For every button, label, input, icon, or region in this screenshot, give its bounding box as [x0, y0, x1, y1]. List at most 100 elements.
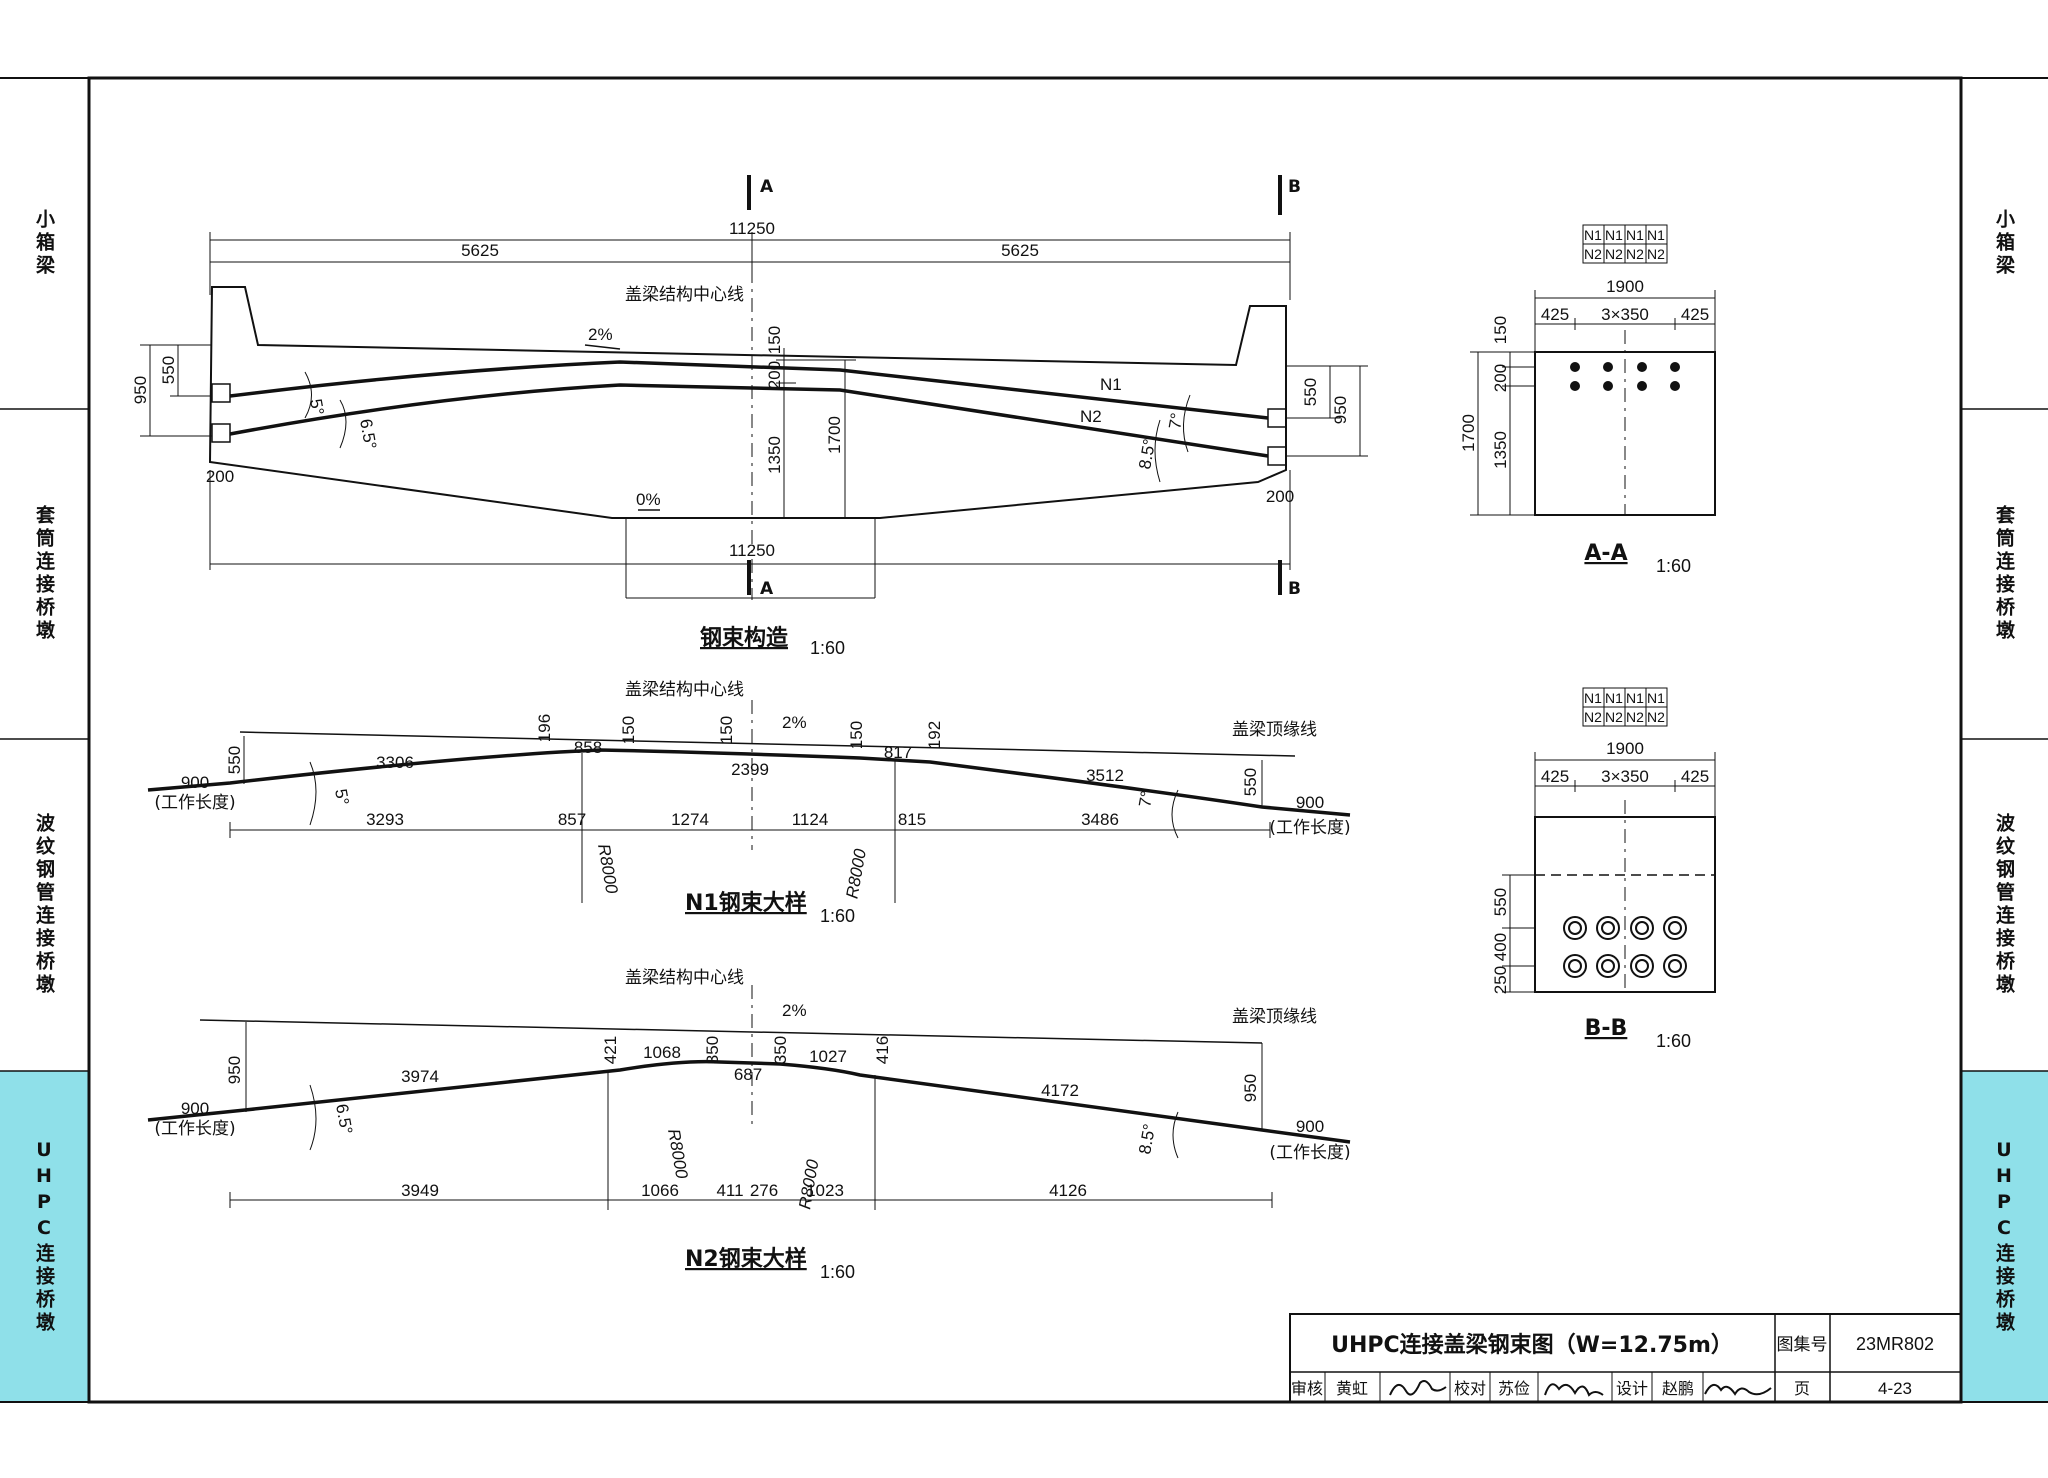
bb-grid-n1-2: N1 — [1605, 690, 1623, 706]
n2-b411: 411 — [716, 1181, 743, 1200]
dim-200-center: 200 — [765, 361, 784, 389]
angle-65-main: 6.5° — [356, 417, 380, 450]
bb-wmid: 3×350 — [1601, 767, 1649, 786]
n1-detail-labels: 盖梁结构中心线 盖梁顶缘线 2% 900 (工作长度) 900 (工作长度) 5… — [154, 680, 1350, 926]
dim-950-right: 950 — [1331, 396, 1350, 424]
slope-top: 2% — [588, 325, 613, 344]
n1-slope: 2% — [782, 713, 807, 732]
n1-v550-right: 550 — [1241, 768, 1260, 796]
side-tab-small-box-girder: 小箱梁 — [33, 209, 55, 278]
page-label: 页 — [1794, 1379, 1810, 1398]
aa-h1700: 1700 — [1459, 414, 1478, 452]
n2-centerline-label: 盖梁结构中心线 — [625, 968, 744, 988]
n1-angle-right: 7° — [1135, 789, 1157, 808]
n2-b4126: 4126 — [1049, 1181, 1087, 1200]
bb-grid-n2-3: N2 — [1626, 709, 1644, 725]
n1-radius-right: R8000 — [843, 847, 871, 900]
bb-grid-n2-2: N2 — [1605, 709, 1623, 725]
aa-grid-n1-3: N1 — [1626, 227, 1644, 243]
drawing-title: UHPC连接盖梁钢束图（W=12.75m） — [1331, 1332, 1733, 1358]
side-tab-corrugated-pier-right: 波纹钢管连接桥墩 — [1993, 813, 2015, 997]
n1-seg-858: 858 — [574, 738, 602, 757]
n1-seg-2399: 2399 — [731, 760, 769, 779]
aa-h1350: 1350 — [1491, 431, 1510, 469]
design-label: 设计 — [1616, 1379, 1648, 1398]
section-mark-b-top: B — [1288, 177, 1301, 197]
n2-angle-right: 8.5° — [1135, 1122, 1159, 1155]
n2-v350a: 350 — [703, 1036, 722, 1064]
n1-b1274: 1274 — [671, 810, 709, 829]
bb-grid-n2-1: N2 — [1584, 709, 1602, 725]
aa-w425a: 425 — [1541, 305, 1569, 324]
n2-seg-1068: 1068 — [643, 1043, 681, 1062]
section-aa-dots — [1570, 362, 1680, 391]
main-elevation — [140, 175, 1368, 600]
page-number: 4-23 — [1878, 1379, 1912, 1398]
section-mark-b-bottom: B — [1288, 579, 1301, 599]
dim-1350-center: 1350 — [765, 436, 784, 474]
check-label: 校对 — [1454, 1379, 1486, 1398]
aa-width: 1900 — [1606, 277, 1644, 296]
side-tab-sleeve-pier-right: 套筒连接桥墩 — [1993, 505, 2015, 643]
review-label: 审核 — [1291, 1379, 1323, 1398]
aa-grid-n1-2: N1 — [1605, 227, 1623, 243]
designer-name: 赵鹏 — [1662, 1379, 1694, 1398]
n2-v950-left: 950 — [225, 1056, 244, 1084]
n2-b1066: 1066 — [641, 1181, 679, 1200]
n2-v421: 421 — [601, 1036, 620, 1064]
n1-work-len-left: 900 — [181, 773, 209, 792]
dim-150-center: 150 — [765, 326, 784, 354]
aa-wmid: 3×350 — [1601, 305, 1649, 324]
side-tab-uhpc-pier: UHPC连接桥墩 — [0, 1071, 89, 1402]
n1-b1124: 1124 — [792, 810, 829, 829]
n1-work-label-left: (工作长度) — [154, 793, 235, 813]
side-tab-small-box-girder-right: 小箱梁 — [1993, 209, 2015, 278]
n2-angle-left: 6.5° — [332, 1102, 356, 1135]
centerline-label: 盖梁结构中心线 — [625, 285, 744, 305]
dim-half-left: 5625 — [461, 241, 499, 260]
n1-work-len-right: 900 — [1296, 793, 1324, 812]
n2-seg-1027: 1027 — [809, 1047, 847, 1066]
aa-grid-n1-4: N1 — [1647, 227, 1665, 243]
dim-550-right: 550 — [1301, 378, 1320, 406]
dim-overall-bottom: 11250 — [729, 541, 775, 560]
n1-radius-left: R8000 — [594, 842, 622, 895]
dim-550-left: 550 — [159, 356, 178, 384]
bb-h400: 400 — [1491, 933, 1510, 961]
n2-scale: 1:60 — [820, 1262, 855, 1282]
aa-h200: 200 — [1491, 364, 1510, 392]
n1-v550-left: 550 — [225, 746, 244, 774]
n1-v150c: 150 — [847, 721, 866, 749]
title-block-text: UHPC连接盖梁钢束图（W=12.75m） 图集号 23MR802 审核 黄虹 … — [1291, 1332, 1934, 1398]
n2-b3949: 3949 — [401, 1181, 439, 1200]
side-tab-sleeve-pier: 套筒连接桥墩 — [33, 505, 55, 643]
main-elevation-labels: 11250 5625 5625 盖梁结构中心线 2% 0% 11250 200 … — [131, 177, 1350, 658]
angle-5-main: 5° — [306, 397, 328, 416]
aa-grid-n2-4: N2 — [1647, 246, 1665, 262]
n1-b3293: 3293 — [366, 810, 404, 829]
n2-seg-4172: 4172 — [1041, 1081, 1079, 1100]
bb-width: 1900 — [1606, 739, 1644, 758]
n1-v192: 192 — [925, 721, 944, 749]
aa-grid-n1-1: N1 — [1584, 227, 1602, 243]
section-aa — [1470, 224, 1716, 516]
section-mark-a-bottom: A — [760, 579, 774, 599]
n2-radius-right: R8000 — [795, 1158, 823, 1211]
section-aa-labels: N1 N1 N1 N1 N2 N2 N2 N2 1900 425 3×350 4… — [1459, 227, 1709, 576]
bb-grid-n2-4: N2 — [1647, 709, 1665, 725]
bb-grid-n1-1: N1 — [1584, 690, 1602, 706]
n2-seg-3974: 3974 — [401, 1067, 439, 1086]
aa-grid-n2-3: N2 — [1626, 246, 1644, 262]
dim-200-left: 200 — [206, 467, 234, 486]
aa-w425b: 425 — [1681, 305, 1709, 324]
aa-grid-n2-1: N2 — [1584, 246, 1602, 262]
n2-detail — [147, 985, 1351, 1210]
section-mark-a-top: A — [760, 177, 774, 197]
dim-half-right: 5625 — [1001, 241, 1039, 260]
n2-v950-right: 950 — [1241, 1074, 1260, 1102]
angle-85-main: 8.5° — [1135, 437, 1159, 470]
aa-grid-n2-2: N2 — [1605, 246, 1623, 262]
aa-title: A-A — [1584, 541, 1627, 566]
checker-name: 苏俭 — [1498, 1379, 1530, 1398]
